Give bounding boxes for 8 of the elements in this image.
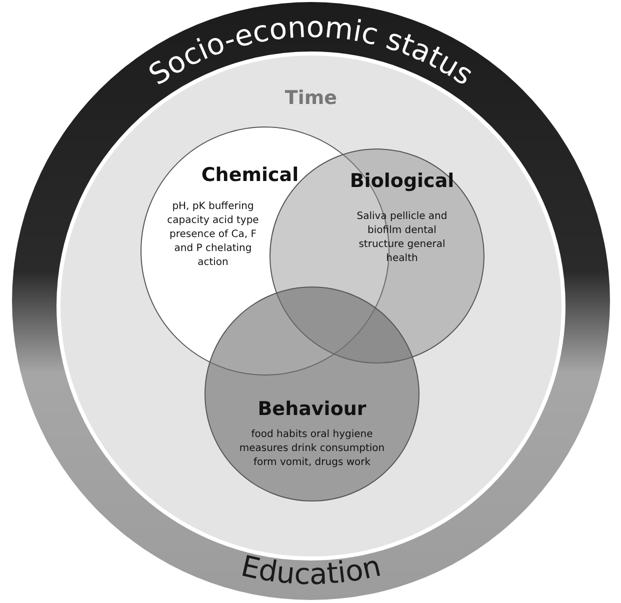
circle-title: Chemical (200, 164, 300, 186)
factor-list: Saliva pellicle and biofilm dental structure general health (347, 210, 457, 266)
circle-title: Biological (348, 170, 456, 192)
factor-list: pH, pK buffering capacity acid type presence of Ca, F and P chelating action (160, 200, 266, 270)
circle-title: Behaviour (256, 398, 368, 420)
factor-list: food habits oral hygiene measures drink consumption form vomit, drugs work (232, 428, 392, 470)
ring-label: Education (238, 548, 384, 592)
circle-title: Time (284, 87, 338, 109)
